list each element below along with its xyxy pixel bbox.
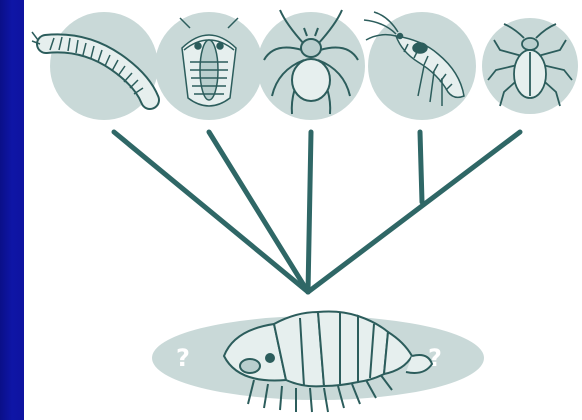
branch-spider — [308, 132, 311, 292]
branch-trilobite — [209, 132, 308, 292]
branch-crustacean-insect — [308, 132, 520, 292]
ancestor-node: ? ? — [152, 312, 484, 413]
shrimp-circle — [368, 12, 476, 120]
millipede-node — [32, 12, 158, 120]
trilobite-node — [155, 12, 263, 120]
shrimp-node — [364, 12, 476, 120]
spider-node — [257, 10, 365, 120]
diagram-canvas: ? ? — [24, 0, 582, 420]
unknown-left-mark: ? — [176, 344, 190, 372]
phylogeny-diagram: ? ? — [24, 0, 582, 420]
branch-millipede — [114, 132, 308, 292]
beetle-node — [482, 18, 578, 114]
branch-shrimp — [420, 132, 422, 202]
phylogenetic-tree — [114, 132, 520, 292]
